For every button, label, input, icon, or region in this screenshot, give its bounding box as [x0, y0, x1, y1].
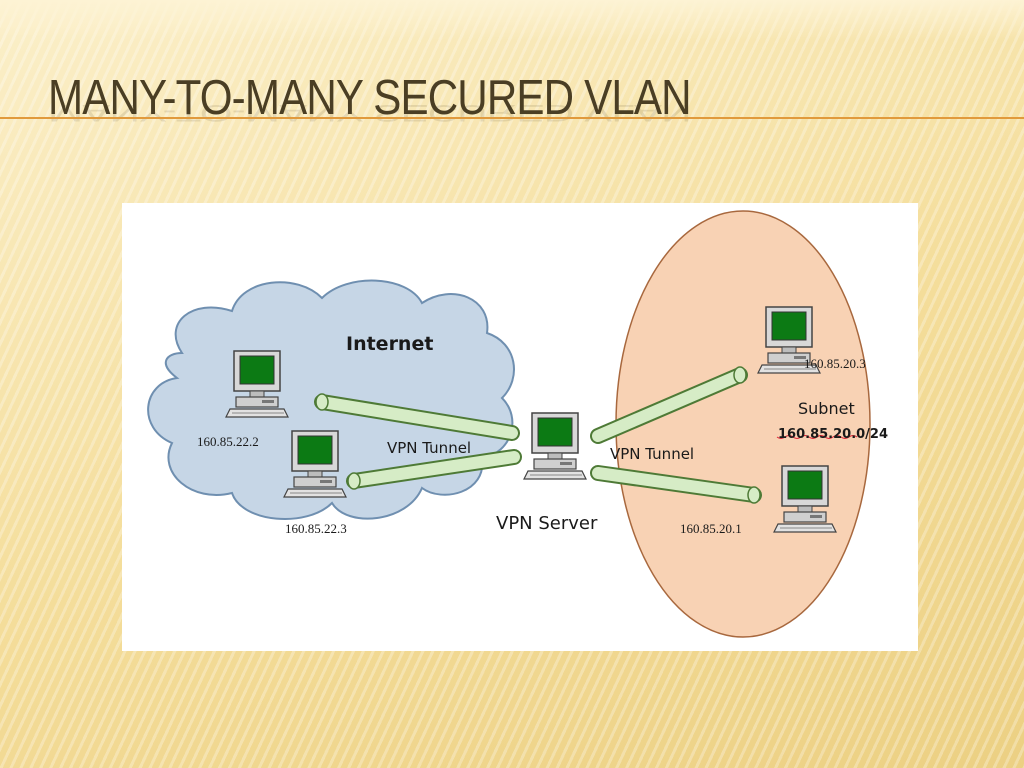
subnet-address: 160.85.20.0/24 [778, 427, 889, 442]
subnet-label: Subnet [798, 399, 855, 418]
ip-label-subnet-1: 160.85.20.3 [804, 356, 866, 371]
network-diagram-canvas [147, 210, 871, 638]
vpn-tunnel-left-upper [314, 393, 520, 441]
slide-title: MANY-TO-MANY SECURED VLAN [48, 71, 692, 125]
spellcheck-underline [776, 435, 858, 439]
slide-top-band [0, 0, 1024, 40]
ip-label-internet-1: 160.85.22.2 [197, 434, 259, 449]
computer-icon-vpn-server [523, 412, 587, 480]
cloud-label: Internet [346, 333, 434, 355]
slide-title-area: MANY-TO-MANY SECURED VLAN [48, 70, 1024, 130]
subnet-ellipse [615, 210, 871, 638]
tunnel-label-left: VPN Tunnel [387, 439, 472, 457]
vpn-tunnel-right-upper [590, 366, 748, 444]
tunnel-label-right: VPN Tunnel [610, 445, 695, 463]
ip-label-internet-2: 160.85.22.3 [285, 521, 347, 536]
vpn-tunnel-left-lower [346, 449, 522, 490]
server-label: VPN Server [496, 513, 598, 534]
ip-label-subnet-2: 160.85.20.1 [680, 521, 742, 536]
title-underline [0, 117, 1024, 119]
network-diagram: Internet VPN Tunnel VPN Tunnel VPN Serve… [122, 203, 918, 651]
vpn-tunnel-right-lower [590, 465, 762, 504]
